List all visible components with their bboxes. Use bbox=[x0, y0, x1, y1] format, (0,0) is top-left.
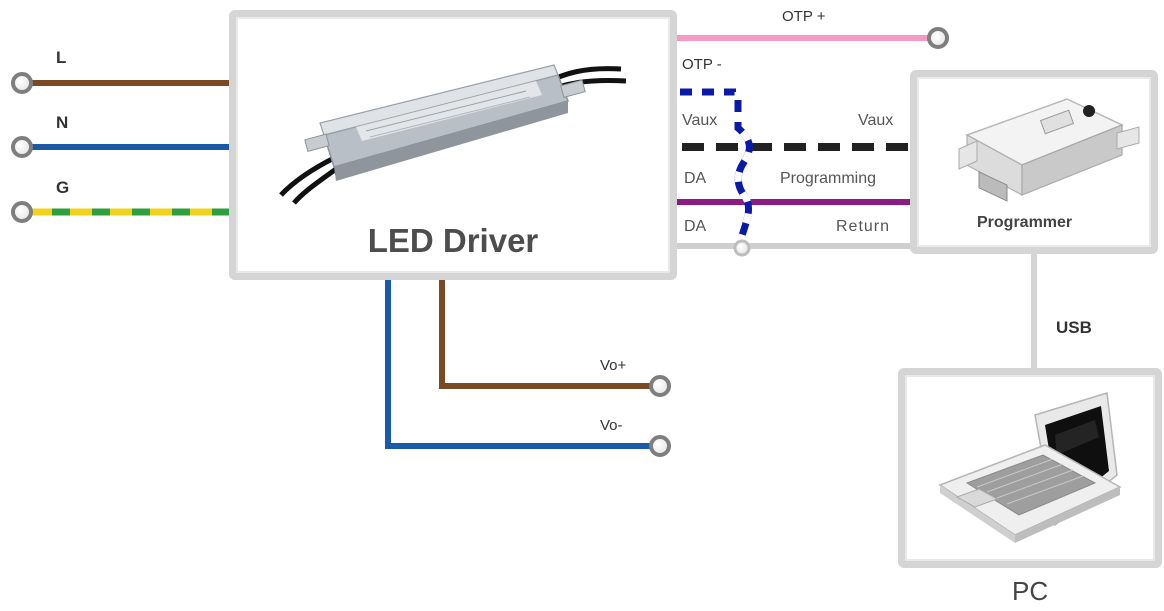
programming-label: Programming bbox=[780, 170, 877, 187]
vo-minus-terminal bbox=[649, 435, 671, 457]
ground-label: G bbox=[56, 178, 70, 197]
programmer-device-image bbox=[958, 98, 1140, 202]
otp-plus-terminal bbox=[927, 27, 949, 49]
pc-box bbox=[898, 368, 1162, 568]
programmer-box: Programmer bbox=[910, 70, 1158, 254]
programmer-label: Programmer bbox=[977, 214, 1073, 231]
usb-label: USB bbox=[1056, 318, 1092, 337]
return-label: Return bbox=[836, 218, 891, 235]
vo-plus-label: Vo+ bbox=[600, 357, 627, 374]
vo-minus-wire bbox=[385, 272, 650, 449]
otp-minus-label: OTP - bbox=[682, 56, 722, 73]
driver-da-label-1: DA bbox=[684, 170, 707, 187]
neutral-terminal bbox=[11, 136, 33, 158]
line-terminal bbox=[11, 72, 33, 94]
led-driver-image bbox=[279, 64, 627, 205]
vo-plus-terminal bbox=[649, 375, 671, 397]
led-driver-title: LED Driver bbox=[367, 222, 539, 259]
neutral-label: N bbox=[56, 113, 69, 132]
pc-label: PC bbox=[1012, 576, 1049, 606]
ground-terminal bbox=[11, 201, 33, 223]
otp-minus-wire-stripe bbox=[670, 88, 753, 244]
programmer-vaux-label: Vaux bbox=[858, 112, 894, 129]
laptop-image bbox=[938, 392, 1122, 543]
driver-vaux-label: Vaux bbox=[682, 112, 718, 129]
vo-plus-wire bbox=[439, 272, 650, 389]
line-label: L bbox=[56, 48, 67, 67]
otp-plus-label: OTP + bbox=[782, 8, 826, 25]
driver-da-label-2: DA bbox=[684, 218, 707, 235]
vo-minus-label: Vo- bbox=[600, 417, 623, 434]
led-driver-box: LED Driver bbox=[229, 10, 677, 280]
otp-minus-terminal bbox=[733, 239, 751, 257]
